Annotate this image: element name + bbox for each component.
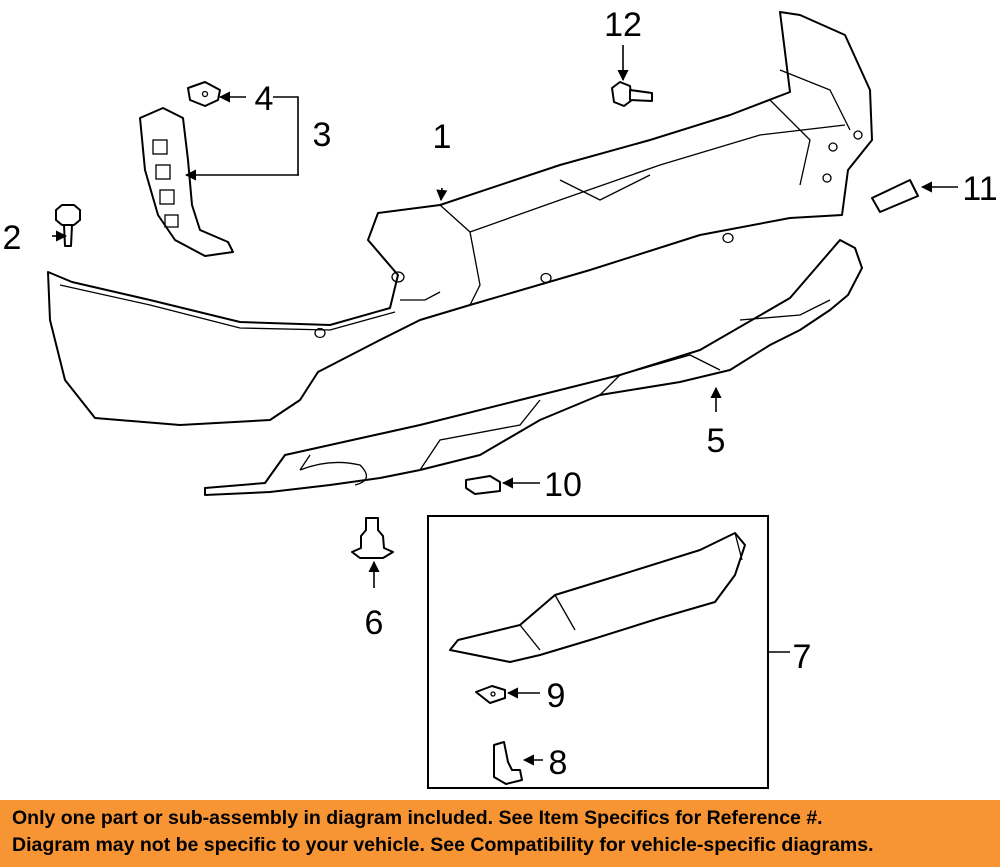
bolt-part	[55, 204, 81, 247]
screw-part	[611, 81, 653, 107]
callout-4: 4	[255, 80, 274, 118]
callout-1: 1	[433, 118, 452, 156]
block-part	[465, 475, 501, 495]
lower-valance	[204, 239, 863, 496]
bumper-cover	[47, 11, 873, 426]
mounting-bracket	[139, 107, 234, 257]
disclaimer-line-2: Diagram may not be specific to your vehi…	[12, 834, 874, 856]
callout-11: 11	[962, 170, 997, 208]
pad-part	[871, 179, 919, 213]
callout-9: 9	[547, 677, 566, 715]
callout-12: 12	[604, 6, 642, 44]
leader-lines	[52, 45, 958, 766]
disclaimer-line-1: Only one part or sub-assembly in diagram…	[12, 807, 823, 829]
disclaimer-banner: Only one part or sub-assembly in diagram…	[0, 800, 1000, 867]
callout-10: 10	[544, 466, 582, 504]
callout-8: 8	[549, 744, 568, 782]
callout-2: 2	[3, 219, 22, 257]
clip-part	[187, 81, 221, 107]
rear-bumper-parts-diagram: 1 2 3 4 5 6 7 8 9 10 11 12	[3, 6, 998, 789]
callout-3: 3	[313, 116, 332, 154]
push-pin-part	[351, 517, 394, 559]
kit-box	[427, 515, 769, 789]
callout-5: 5	[707, 422, 726, 460]
callout-7: 7	[793, 638, 812, 676]
callout-labels: 1 2 3 4 5 6 7 8 9 10 11 12	[3, 6, 998, 782]
callout-6: 6	[365, 604, 384, 642]
